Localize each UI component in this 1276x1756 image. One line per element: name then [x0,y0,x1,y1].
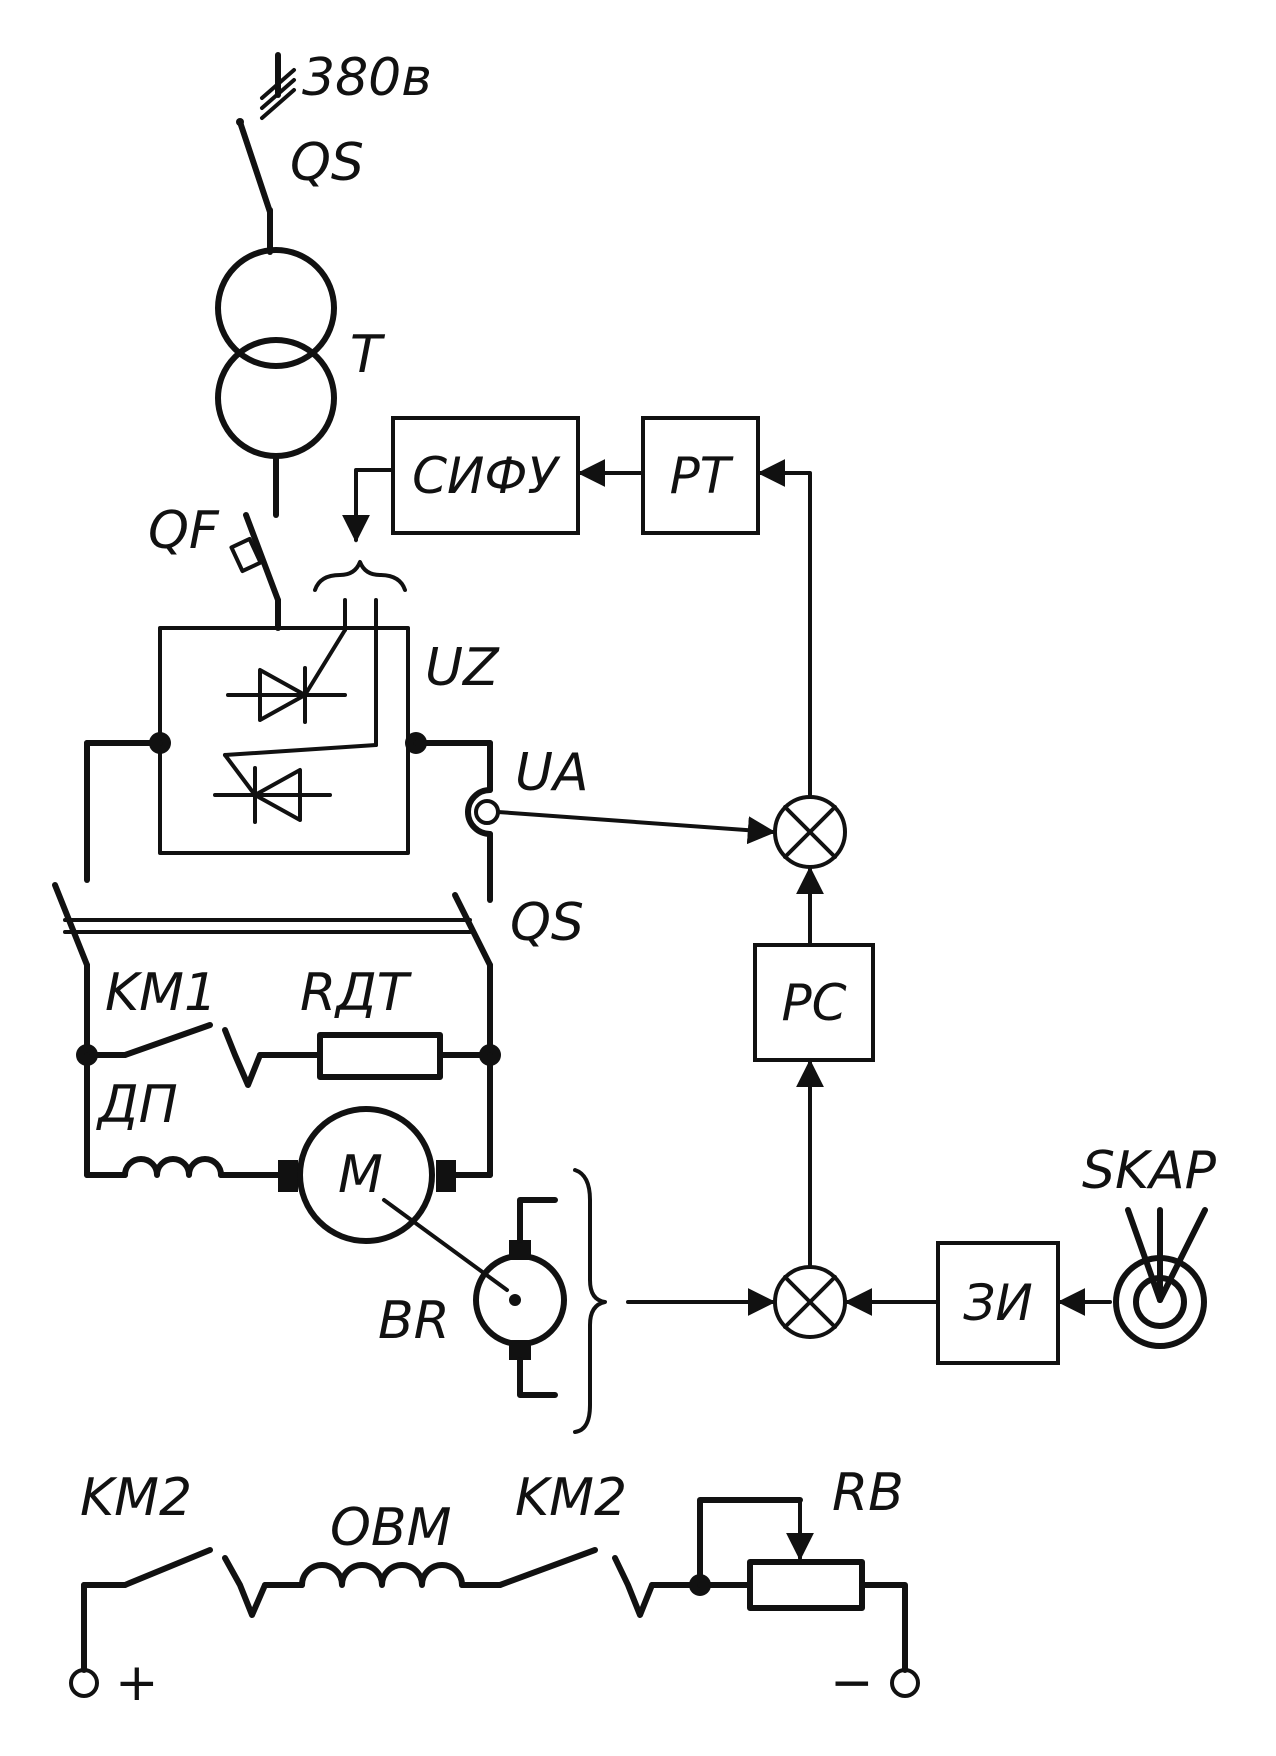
rt-label: PT [670,447,734,505]
rc-label: PC [781,974,846,1032]
block-rt: PT [641,416,760,535]
converter-uz [149,560,427,855]
zi-label: ЗИ [963,1274,1032,1332]
speed-setter-skap [1113,1207,1208,1349]
sum-to-rt-line [757,459,812,799]
qf-label: QF [148,501,220,561]
motor-label: M [338,1145,383,1205]
uz-label: UZ [425,638,500,698]
skap-label: SKAP [1082,1141,1217,1201]
minus-label: − [830,1653,874,1713]
switch-qs-mid [52,740,493,1058]
transformer-label: T [350,325,386,385]
voltage-label: 380в [302,48,432,108]
transformer [215,247,337,518]
dp-label: ДП [96,1075,178,1135]
km2-right-label: KM2 [515,1468,627,1528]
switch-qs-top [236,118,273,255]
qs-mid-label: QS [510,893,584,953]
sifu-label: СИФУ [412,447,561,505]
field-circuit [69,1497,920,1698]
tachogenerator-br [382,1168,607,1434]
armature-branch [84,1052,493,1244]
km1-label: KM1 [105,963,217,1023]
current-sensor-ua [413,740,776,903]
block-sifu: СИФУ [391,416,580,535]
qs-top-label: QS [290,133,364,193]
br-label: BR [378,1291,450,1351]
sum-junction-speed [773,1265,847,1339]
rdt-label: RДT [300,963,413,1023]
supply-line [260,52,296,120]
ua-label: UA [515,743,589,803]
sum-junction-current [773,795,847,869]
obm-label: OBM [330,1498,451,1558]
km2-left-label: KM2 [80,1468,192,1528]
block-rc: PC [753,943,875,1062]
rb-label: RB [832,1463,904,1523]
sifu-control-line [342,468,395,543]
breaker-qf [229,512,281,631]
plus-label: + [115,1653,159,1713]
block-zi: ЗИ [936,1241,1060,1365]
